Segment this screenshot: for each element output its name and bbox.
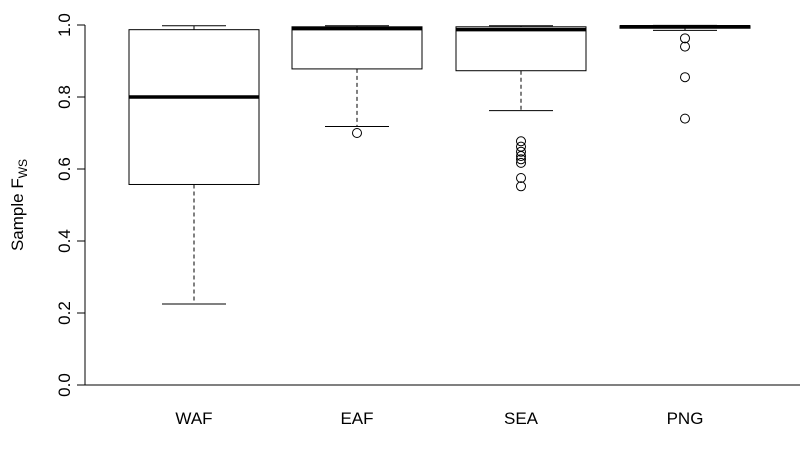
x-category-label: WAF: [175, 409, 212, 428]
outlier-point: [680, 41, 690, 52]
outlier-point: [680, 113, 690, 124]
outlier-point: [680, 72, 690, 83]
x-category-label: SEA: [504, 409, 539, 428]
box-png: [619, 24, 751, 124]
box-iqr: [455, 26, 587, 72]
x-category-label: PNG: [667, 409, 704, 428]
outlier-point: [352, 128, 362, 138]
outlier-point: [680, 33, 690, 44]
y-axis-label-subscript: WS: [16, 159, 30, 178]
x-axis: WAF EAF SEA PNG: [85, 384, 800, 428]
x-category-label: EAF: [340, 409, 373, 428]
outlier-point: [516, 154, 526, 165]
box-sea: [455, 25, 587, 192]
outlier-point: [516, 136, 526, 147]
y-tick-label: 0.8: [55, 85, 74, 109]
outlier-point: [516, 181, 526, 192]
y-tick-label: 0.4: [55, 229, 74, 253]
outlier-point: [516, 173, 526, 183]
y-tick-label: 0.6: [55, 157, 74, 181]
outlier-point: [516, 151, 526, 162]
box-waf: [128, 25, 260, 305]
y-tick-label: 0.2: [55, 301, 74, 325]
y-axis-label: Sample FWS: [8, 159, 30, 251]
y-axis-label-main: Sample F: [8, 178, 27, 251]
outlier-point: [516, 141, 526, 152]
y-tick-label: 1.0: [55, 13, 74, 37]
box-series: [128, 24, 751, 305]
outlier-point: [516, 146, 526, 157]
svg-text:Sample FWS: Sample FWS: [8, 159, 30, 251]
y-tick-label: 0.0: [55, 373, 74, 397]
outlier-point: [516, 157, 526, 168]
box-eaf: [291, 25, 423, 138]
box-iqr: [291, 26, 423, 70]
box-iqr: [128, 29, 260, 185]
y-axis: 0.0 0.2 0.4 0.6 0.8 1.0: [55, 13, 86, 397]
